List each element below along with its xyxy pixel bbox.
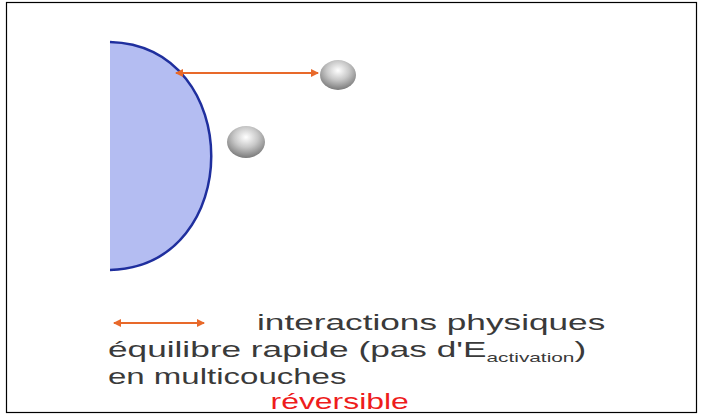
- interaction-arrow: [176, 72, 318, 74]
- molecule: [227, 126, 265, 158]
- note-text: réversible: [271, 389, 409, 415]
- surface-edge: [110, 42, 211, 270]
- legend-sample: [114, 322, 204, 324]
- subscript: activation: [487, 350, 575, 365]
- note-text: ): [574, 337, 586, 362]
- note-text: en multicouches: [108, 364, 346, 390]
- surface: [110, 42, 211, 270]
- frame: [7, 3, 697, 413]
- note-text: équilibre rapide (pas d'E: [108, 337, 487, 362]
- molecule: [320, 60, 356, 90]
- legend-text: interactions physiques: [257, 310, 605, 336]
